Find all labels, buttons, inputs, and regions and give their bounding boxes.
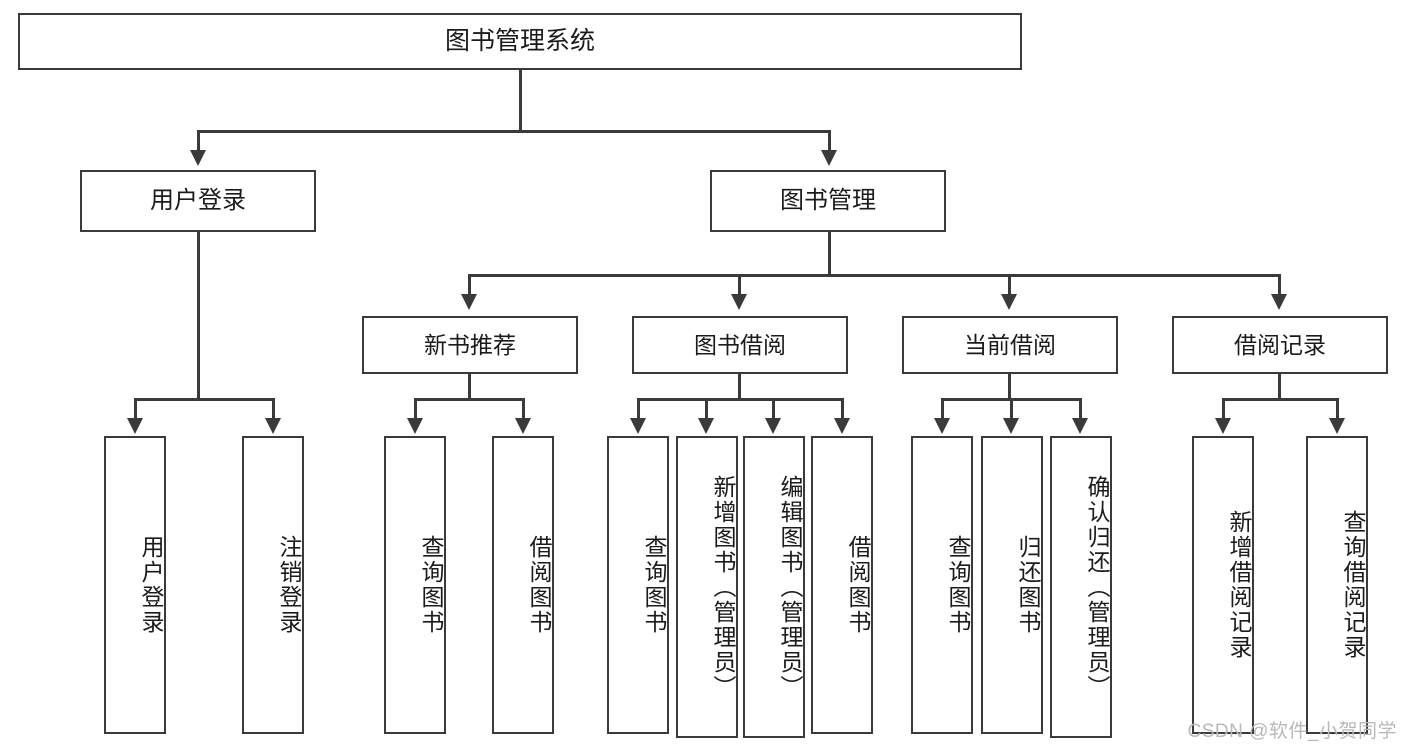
connector-br-child-2 <box>1336 398 1339 420</box>
node-new-book-rec[interactable]: 新书推荐 <box>362 316 578 374</box>
connector-cb-child-2 <box>1010 398 1013 420</box>
leaf-edit-book[interactable]: 编辑图书（管理员） <box>743 436 805 738</box>
leaf-return-book[interactable]: 归还图书 <box>981 436 1043 734</box>
connector-borrow-record-stem <box>1278 374 1281 400</box>
leaf-label: 编辑图书（管理员） <box>777 474 803 700</box>
arrowhead-leaf-query-book-2 <box>630 418 646 434</box>
arrowhead-to-book-manage <box>821 150 837 166</box>
leaf-label: 新增图书（管理员） <box>710 474 736 700</box>
node-root-system[interactable]: 图书管理系统 <box>18 13 1022 70</box>
arrowhead-leaf-add-record <box>1215 418 1231 434</box>
arrowhead-leaf-add-book <box>698 418 714 434</box>
arrowhead-leaf-edit-book <box>765 418 781 434</box>
node-label: 借阅记录 <box>1234 331 1326 358</box>
node-label: 当前借阅 <box>964 331 1056 358</box>
arrowhead-leaf-user-login <box>127 418 143 434</box>
leaf-label: 查询借阅记录 <box>1340 510 1366 660</box>
connector-new-book-rec-bus <box>414 398 524 401</box>
leaf-query-book-current[interactable]: 查询图书 <box>911 436 973 734</box>
connector-root-bus <box>197 130 830 133</box>
arrowhead-leaf-borrow-book-1 <box>515 418 531 434</box>
leaf-label: 新增借阅记录 <box>1226 510 1252 660</box>
connector-new-book-rec-stem <box>468 374 471 400</box>
arrowhead-leaf-confirm-return <box>1072 418 1088 434</box>
connector-root-stem <box>519 70 522 132</box>
node-label: 新书推荐 <box>424 331 516 358</box>
connector-borrow-record-bus <box>1222 398 1338 401</box>
leaf-label: 借阅图书 <box>526 535 552 635</box>
node-book-borrow[interactable]: 图书借阅 <box>632 316 848 374</box>
node-current-borrow[interactable]: 当前借阅 <box>902 316 1118 374</box>
leaf-label: 注销登录 <box>276 535 302 635</box>
leaf-query-book-new-rec[interactable]: 查询图书 <box>384 436 446 734</box>
connector-user-login-stem <box>197 232 200 400</box>
node-label: 图书管理 <box>780 187 876 215</box>
connector-book-borrow-stem <box>738 374 741 400</box>
arrowhead-leaf-return-book <box>1003 418 1019 434</box>
node-label: 图书借阅 <box>694 331 786 358</box>
leaf-query-book-borrow[interactable]: 查询图书 <box>607 436 669 734</box>
connector-user-login-child-1 <box>134 398 137 420</box>
connector-cb-child-1 <box>941 398 944 420</box>
connector-bb-child-2 <box>705 398 708 420</box>
leaf-borrow-book-new-rec[interactable]: 借阅图书 <box>492 436 554 734</box>
leaf-user-login[interactable]: 用户登录 <box>104 436 166 734</box>
arrowhead-to-book-borrow <box>731 294 747 310</box>
leaf-label: 借阅图书 <box>845 535 871 635</box>
connector-book-borrow-bus <box>637 398 843 401</box>
connector-bb-child-4 <box>841 398 844 420</box>
leaf-label: 用户登录 <box>138 535 164 635</box>
connector-to-borrow-record <box>1278 274 1281 296</box>
arrowhead-to-user-login <box>190 150 206 166</box>
leaf-label: 查询图书 <box>418 535 444 635</box>
leaf-label: 查询图书 <box>945 535 971 635</box>
connector-to-user-login <box>197 130 200 152</box>
arrowhead-leaf-borrow-book-2 <box>834 418 850 434</box>
leaf-add-book[interactable]: 新增图书（管理员） <box>676 436 738 738</box>
arrowhead-to-new-book-rec <box>461 294 477 310</box>
leaf-borrow-book-borrow[interactable]: 借阅图书 <box>811 436 873 734</box>
arrowhead-leaf-logout <box>265 418 281 434</box>
leaf-label: 查询图书 <box>641 535 667 635</box>
arrowhead-leaf-query-book-3 <box>934 418 950 434</box>
leaf-add-record[interactable]: 新增借阅记录 <box>1192 436 1254 734</box>
node-label: 图书管理系统 <box>444 27 595 56</box>
connector-nbr-child-2 <box>522 398 525 420</box>
connector-to-current-borrow <box>1008 274 1011 296</box>
connector-current-borrow-stem <box>1008 374 1011 400</box>
node-book-manage[interactable]: 图书管理 <box>710 170 946 232</box>
arrowhead-leaf-query-book-1 <box>407 418 423 434</box>
connector-user-login-bus <box>134 398 274 401</box>
node-borrow-record[interactable]: 借阅记录 <box>1172 316 1388 374</box>
connector-cb-child-3 <box>1079 398 1082 420</box>
connector-bb-child-1 <box>637 398 640 420</box>
arrowhead-to-borrow-record <box>1271 294 1287 310</box>
connector-br-child-1 <box>1222 398 1225 420</box>
leaf-query-record[interactable]: 查询借阅记录 <box>1306 436 1368 734</box>
leaf-label: 确认归还（管理员） <box>1084 474 1110 700</box>
connector-book-manage-stem <box>828 232 831 276</box>
connector-to-new-book-rec <box>468 274 471 296</box>
leaf-confirm-return[interactable]: 确认归还（管理员） <box>1050 436 1112 738</box>
connector-to-book-manage <box>828 130 831 152</box>
connector-bb-child-3 <box>772 398 775 420</box>
node-label: 用户登录 <box>150 187 246 215</box>
connector-level3-bus <box>468 274 1280 277</box>
node-user-login[interactable]: 用户登录 <box>80 170 316 232</box>
arrowhead-to-current-borrow <box>1001 294 1017 310</box>
connector-nbr-child-1 <box>414 398 417 420</box>
leaf-label: 归还图书 <box>1015 535 1041 635</box>
leaf-logout[interactable]: 注销登录 <box>242 436 304 734</box>
arrowhead-leaf-query-record <box>1329 418 1345 434</box>
connector-user-login-child-2 <box>272 398 275 420</box>
connector-to-book-borrow <box>738 274 741 296</box>
